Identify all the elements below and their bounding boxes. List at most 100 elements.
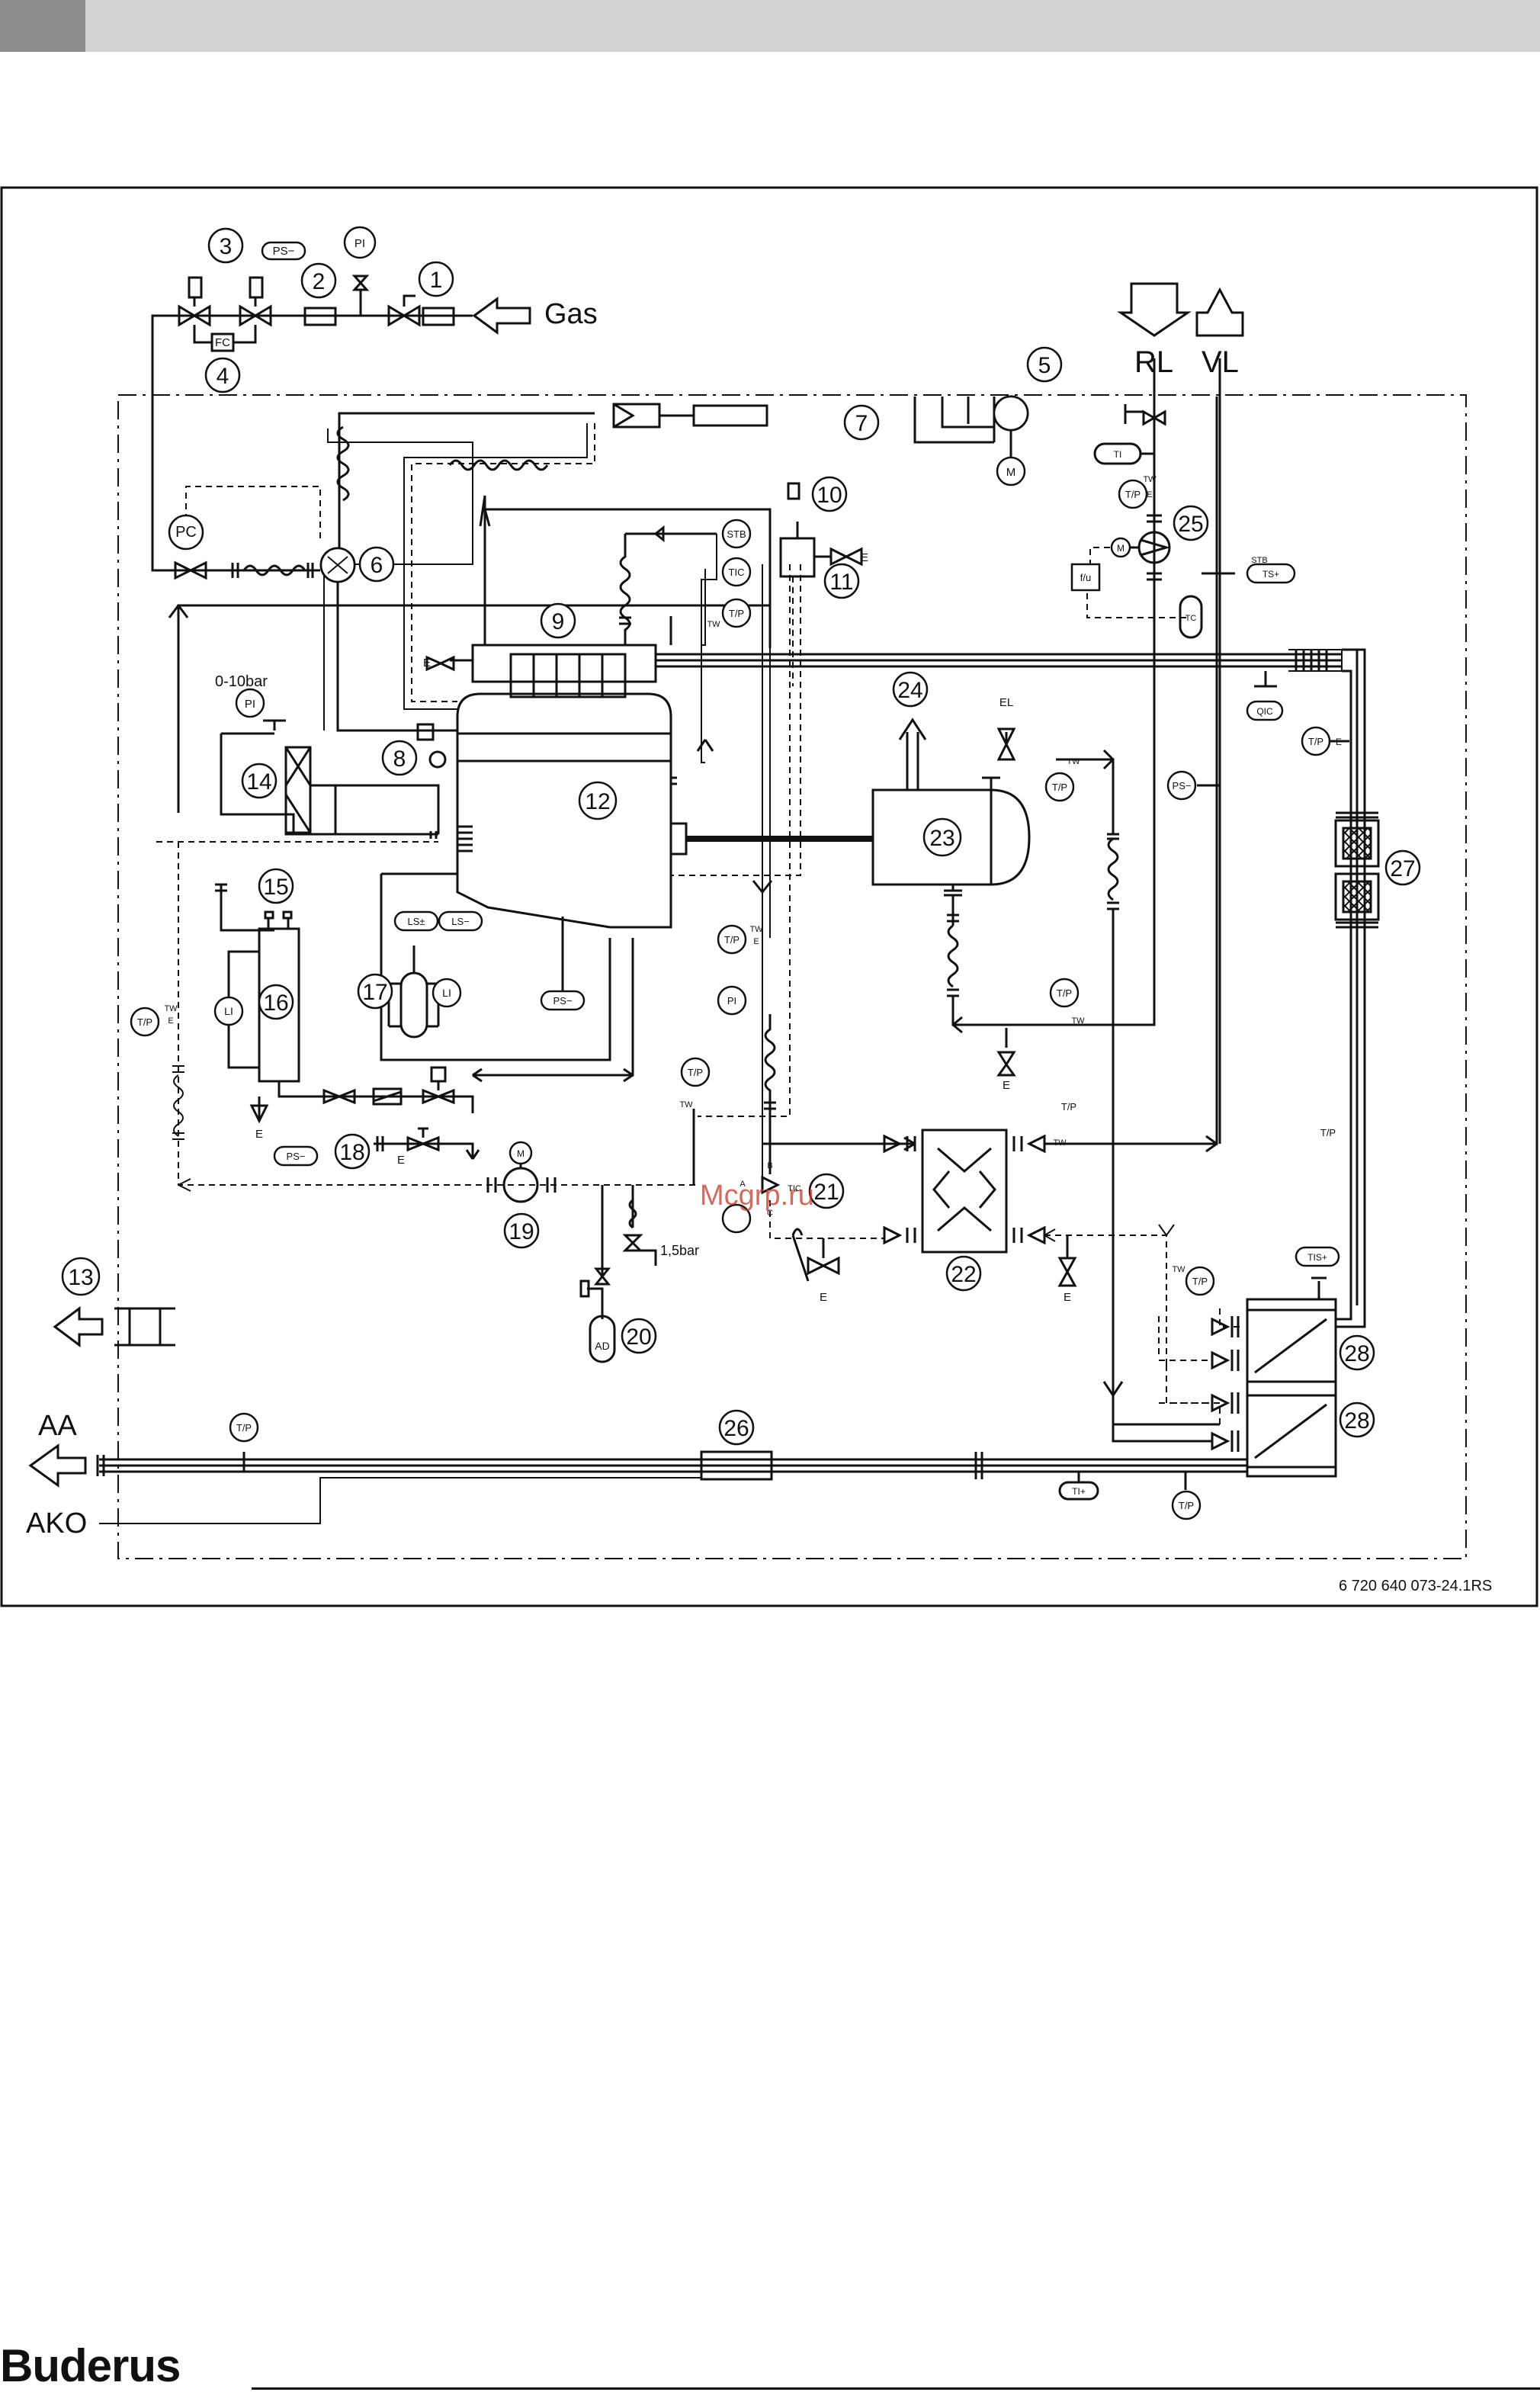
label-27: 27 xyxy=(1390,856,1415,881)
valve-21-circle xyxy=(721,1203,752,1234)
label-22: 22 xyxy=(951,1262,976,1287)
tag-b: B xyxy=(767,1161,772,1170)
motor-19 xyxy=(509,1141,533,1165)
tag-tw-9: TW xyxy=(707,620,720,629)
label-13: 13 xyxy=(68,1265,93,1290)
tp-bubble-25 xyxy=(1118,479,1148,509)
tag-tw-21: TW xyxy=(679,1100,693,1109)
motor-5 xyxy=(996,456,1026,486)
tag-tw-25: TW xyxy=(1143,475,1157,484)
range-label: 0-10bar xyxy=(215,673,268,690)
tag-tp-exhaust: T/P xyxy=(1320,1127,1336,1138)
tag-fu: f/u xyxy=(1080,572,1091,583)
label-26: 26 xyxy=(723,1416,749,1441)
qic xyxy=(1246,700,1284,721)
tag-tp-9: T/P xyxy=(729,608,744,619)
tag-tp-28: T/P xyxy=(1192,1276,1208,1287)
label-1: 1 xyxy=(430,268,443,293)
header-tab xyxy=(0,0,85,52)
buderus-logo: Buderus xyxy=(0,2340,181,2391)
watermark: Mcgrp.ru xyxy=(700,1180,814,1212)
tag-tp-return: T/P xyxy=(1057,987,1072,999)
ps-minus-boiler xyxy=(540,990,586,1011)
tag-tc-21: TIC xyxy=(788,1184,801,1193)
tag-el: EL xyxy=(999,696,1013,709)
label-12: 12 xyxy=(585,789,610,814)
tag-m-5: M xyxy=(1006,466,1016,479)
tag-e-27: E xyxy=(1336,737,1342,747)
label-28b: 28 xyxy=(1344,1408,1369,1434)
tag-e-21: E xyxy=(820,1291,827,1304)
tag-li-16: LI xyxy=(224,1005,233,1017)
label-24: 24 xyxy=(897,678,922,703)
tag-tw-28: TW xyxy=(1172,1265,1185,1274)
diagram-frame xyxy=(0,186,1538,1607)
pi-gauge-flow xyxy=(717,985,747,1016)
fu-box xyxy=(1070,563,1101,592)
tic-bubble xyxy=(721,557,752,587)
label-15: 15 xyxy=(263,875,288,900)
tag-tw-left: TW xyxy=(164,1004,178,1013)
ps-minus-vl xyxy=(1166,770,1197,801)
tag-tw-22: TW xyxy=(1053,1138,1067,1148)
tag-tp-aa: T/P xyxy=(236,1422,252,1434)
tag-ps-minus-vl: PS− xyxy=(1173,780,1192,791)
label-7: 7 xyxy=(855,411,868,436)
label-6: 6 xyxy=(371,553,383,578)
pi-gauge-14 xyxy=(235,688,265,718)
label-17: 17 xyxy=(362,980,387,1005)
tag-ti-plus: TI+ xyxy=(1072,1486,1086,1497)
label-16: 16 xyxy=(263,991,288,1016)
tag-tw-23: TW xyxy=(1067,757,1080,766)
tag-e-11: E xyxy=(861,551,868,564)
tag-ps-minus: PS− xyxy=(273,245,295,258)
label-11: 11 xyxy=(829,570,853,595)
label-9: 9 xyxy=(552,609,565,634)
tag-fc: FC xyxy=(215,336,230,349)
tag-e-23: E xyxy=(1003,1079,1010,1092)
tag-stb: STB xyxy=(727,528,746,540)
label-18: 18 xyxy=(339,1140,364,1165)
tag-tp-25: T/P xyxy=(1125,489,1141,500)
tag-e-left: E xyxy=(168,1016,173,1026)
tag-ts-plus: TS+ xyxy=(1262,569,1279,580)
tag-pi: PI xyxy=(355,237,365,250)
tag-tw-flow: TW xyxy=(749,925,763,934)
tag-pc: PC xyxy=(175,524,197,541)
tp-bubble-28 xyxy=(1185,1266,1215,1296)
tag-e-16: E xyxy=(255,1128,263,1141)
tag-ls-minus: LS− xyxy=(451,916,470,927)
rl-label: RL xyxy=(1134,345,1173,379)
label-20: 20 xyxy=(626,1324,651,1350)
label-8: 8 xyxy=(393,746,406,772)
tp-bubble-23 xyxy=(1044,772,1075,802)
ts-plus xyxy=(1246,563,1296,584)
label-5: 5 xyxy=(1038,353,1051,378)
footer-rule xyxy=(252,2387,1540,2390)
label-25: 25 xyxy=(1178,512,1203,537)
tag-tp-flow: T/P xyxy=(724,934,740,946)
tag-tp-21: T/P xyxy=(688,1067,703,1078)
label-2: 2 xyxy=(313,269,326,294)
tag-e-18: E xyxy=(397,1154,405,1167)
tag-pi-14: PI xyxy=(245,698,255,711)
tag-tp-22: T/P xyxy=(1061,1101,1076,1113)
tag-m-25: M xyxy=(1117,543,1125,554)
tag-e-25: E xyxy=(1147,490,1152,499)
tag-ps-minus-boiler: PS− xyxy=(553,995,573,1007)
ako-label: AKO xyxy=(26,1507,87,1540)
li-16 xyxy=(213,996,244,1026)
tag-tp-left: T/P xyxy=(137,1016,152,1028)
gas-label: Gas xyxy=(544,298,598,330)
vl-label: VL xyxy=(1202,345,1239,379)
drawing-code: 6 720 640 073-24.1RS xyxy=(1339,1578,1492,1594)
stb-bubble xyxy=(721,519,752,549)
tag-m-19: M xyxy=(517,1148,525,1159)
tag-tis-plus: TIS+ xyxy=(1307,1252,1327,1263)
tag-qic: QIC xyxy=(1256,706,1273,717)
tag-a: A xyxy=(740,1180,746,1189)
tag-li-17: LI xyxy=(442,987,451,999)
motor-25 xyxy=(1110,537,1131,558)
pi-gauge xyxy=(343,226,377,259)
tp-bubble-21 xyxy=(680,1057,711,1087)
